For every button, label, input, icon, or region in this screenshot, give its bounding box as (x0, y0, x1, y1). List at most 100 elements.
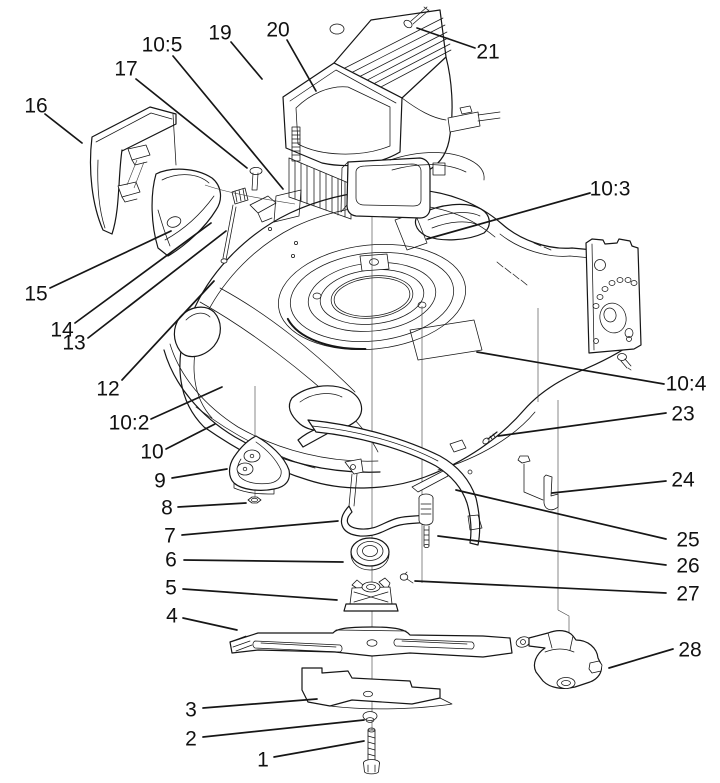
callout-line-4 (182, 617, 238, 631)
blade-4 (229, 626, 513, 658)
callout-line-10 (165, 423, 216, 450)
callout-label-3: 3 (185, 699, 197, 722)
callout-line-1 (273, 740, 365, 758)
chute-rod (220, 204, 237, 264)
side-discharge-cover (89, 106, 177, 235)
callout-line-15 (49, 230, 172, 289)
callout-label-9: 9 (154, 470, 166, 493)
decal-10-5 (273, 189, 302, 223)
wheel-arch-left (173, 306, 221, 358)
bearing-6 (350, 537, 390, 571)
callout-label-10: 10 (140, 441, 163, 464)
callout-label-10:2: 10:2 (109, 412, 150, 435)
callout-label-24: 24 (671, 469, 695, 492)
callout-line-10:3 (426, 192, 591, 240)
callout-label-10:3: 10:3 (590, 178, 631, 201)
callout-label-10:5: 10:5 (142, 34, 183, 57)
spindle-opening (277, 243, 467, 351)
cable-bracket (204, 184, 296, 223)
mower-deck (163, 189, 642, 489)
callout-line-6 (183, 559, 344, 563)
callout-label-2: 2 (185, 728, 197, 751)
callout-label-6: 6 (165, 549, 177, 572)
callout-label-27: 27 (676, 583, 699, 606)
engine-assembly (282, 6, 501, 220)
callout-line-13 (87, 230, 227, 339)
callout-line-21 (416, 27, 476, 49)
decal-10-4 (409, 319, 483, 361)
callout-label-15: 15 (24, 283, 47, 306)
callout-line-17 (135, 78, 248, 169)
callout-line-20 (286, 39, 317, 92)
callout-line-5 (182, 588, 338, 601)
cover-latch-lower (117, 181, 141, 203)
callout-line-9 (171, 468, 228, 479)
spindle-tab (359, 253, 390, 272)
chute-spring (231, 187, 249, 205)
rear-baffle (307, 419, 483, 546)
callout-line-19 (230, 41, 263, 80)
callout-label-4: 4 (166, 605, 178, 628)
callout-line-10:5 (172, 55, 284, 190)
height-adjuster-plate (585, 238, 642, 371)
callout-line-14 (74, 222, 212, 324)
blade-accelerator-3 (301, 667, 453, 710)
nut-8 (247, 496, 262, 504)
callout-label-13: 13 (62, 332, 85, 355)
callout-label-21: 21 (476, 41, 499, 64)
zone-start-bracket-7 (340, 458, 433, 537)
callout-line-26 (437, 535, 667, 566)
screw-27 (399, 571, 414, 584)
gauge-bracket-9 (228, 435, 291, 495)
hook-bracket-24 (517, 455, 559, 511)
discharge-chute (151, 168, 222, 257)
callout-line-2 (202, 719, 365, 738)
callout-line-25 (455, 489, 667, 540)
screw-21 (403, 6, 430, 29)
fuel-tank (340, 157, 446, 219)
cooling-fins (288, 157, 352, 220)
engine-bracket (389, 152, 485, 181)
callout-line-7 (181, 520, 339, 536)
carriage-bolt-17 (249, 166, 263, 191)
recoil-handle (329, 23, 345, 35)
callout-line-8 (177, 502, 247, 508)
callout-line-3 (202, 698, 318, 709)
callout-label-16: 16 (24, 95, 47, 118)
adjuster-screw (617, 353, 632, 371)
callout-line-10:2 (150, 386, 223, 420)
callout-label-7: 7 (164, 525, 176, 548)
callout-label-5: 5 (165, 577, 177, 600)
throttle-cable (447, 105, 501, 133)
side-vent (291, 126, 301, 162)
callout-label-25: 25 (676, 529, 699, 552)
callout-label-10:4: 10:4 (666, 373, 707, 396)
blade-driver-5 (343, 577, 399, 612)
callout-line-10:4 (476, 351, 665, 385)
callout-line-24 (551, 480, 667, 494)
callout-layer: 1234567891010:210:310:410:51213141516171… (24, 19, 706, 772)
screw-23 (482, 431, 498, 445)
callout-label-8: 8 (161, 497, 173, 520)
callout-label-17: 17 (114, 58, 137, 81)
callout-label-28: 28 (678, 639, 701, 662)
callout-line-12 (121, 280, 215, 381)
cover-latch-upper (127, 144, 151, 166)
callout-label-1: 1 (257, 749, 269, 772)
bracket-28 (515, 630, 603, 689)
lock-washer-2 (362, 711, 378, 723)
callout-line-28 (608, 648, 674, 669)
callout-line-16 (44, 113, 83, 144)
callout-label-12: 12 (96, 378, 119, 401)
callout-line-27 (414, 580, 667, 594)
callout-line-23 (497, 412, 667, 437)
bolt-26 (418, 493, 434, 548)
callout-label-14: 14 (50, 319, 74, 342)
callout-label-26: 26 (676, 555, 699, 578)
rear-discharge-hump (414, 203, 490, 241)
callout-label-20: 20 (266, 19, 289, 42)
callout-label-23: 23 (671, 403, 694, 426)
callout-label-19: 19 (208, 22, 231, 45)
